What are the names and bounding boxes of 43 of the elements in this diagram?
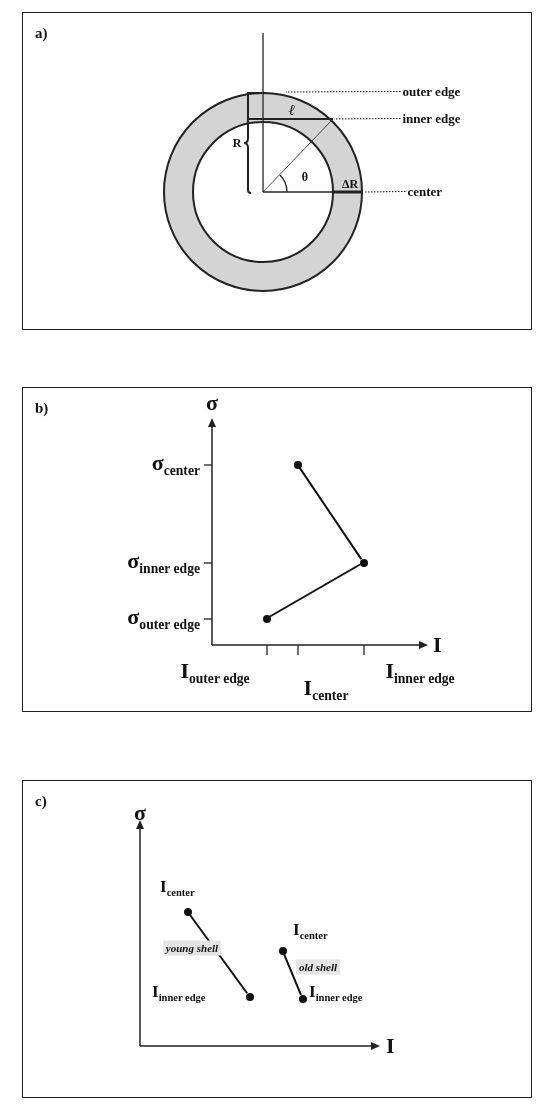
- axis-label: σ: [134, 802, 146, 824]
- panel-frame: [22, 387, 532, 712]
- data-point: [278, 946, 287, 955]
- data-point: [262, 614, 271, 623]
- data-point: [183, 907, 192, 916]
- tick-label: I$_{outer edge}$: [180, 660, 250, 686]
- radius-label: R: [232, 137, 242, 149]
- plot-line: [364, 191, 406, 193]
- point-label: I$_{center}$: [293, 921, 328, 942]
- point-label: I$_{inner edge}$: [309, 983, 363, 1004]
- tick-label: I$_{center}$: [303, 677, 349, 703]
- tick-label: I$_{inner edge}$: [385, 660, 455, 686]
- plot-line: [333, 118, 401, 120]
- panel-label: a): [35, 25, 48, 42]
- panel-frame: [22, 780, 532, 1098]
- tick-label: σ$_{outer edge}$: [127, 606, 200, 632]
- point-label: I$_{center}$: [160, 878, 195, 899]
- tick-label: σ$_{center}$: [151, 452, 200, 478]
- angle-label: θ: [301, 171, 309, 183]
- data-point: [298, 994, 307, 1003]
- data-point: [293, 460, 302, 469]
- leader-text: outer edge: [402, 83, 461, 100]
- tick-label: σ$_{inner edge}$: [127, 550, 200, 576]
- axis-label: I: [433, 634, 442, 656]
- thickness-label: ΔR: [341, 178, 359, 190]
- plot-line: [283, 953, 302, 996]
- plot-line: [268, 563, 362, 618]
- plot-line: [285, 91, 401, 93]
- leader-text: center: [407, 183, 443, 200]
- ring-drawing: [162, 31, 363, 292]
- shell-label: young shell: [162, 940, 222, 956]
- data-point: [245, 992, 254, 1001]
- panel-frame: [22, 12, 532, 330]
- plot-line: [298, 466, 363, 561]
- axis-label: σ: [206, 392, 218, 414]
- point-label: I$_{inner edge}$: [152, 983, 206, 1004]
- leader-text: inner edge: [402, 110, 461, 127]
- axis-label: I: [386, 1035, 395, 1057]
- arc-length-label: ℓ: [288, 102, 296, 118]
- panel-label: b): [35, 400, 49, 417]
- panel-label: c): [35, 793, 47, 810]
- shell-label: old shell: [295, 959, 341, 975]
- data-point: [359, 558, 368, 567]
